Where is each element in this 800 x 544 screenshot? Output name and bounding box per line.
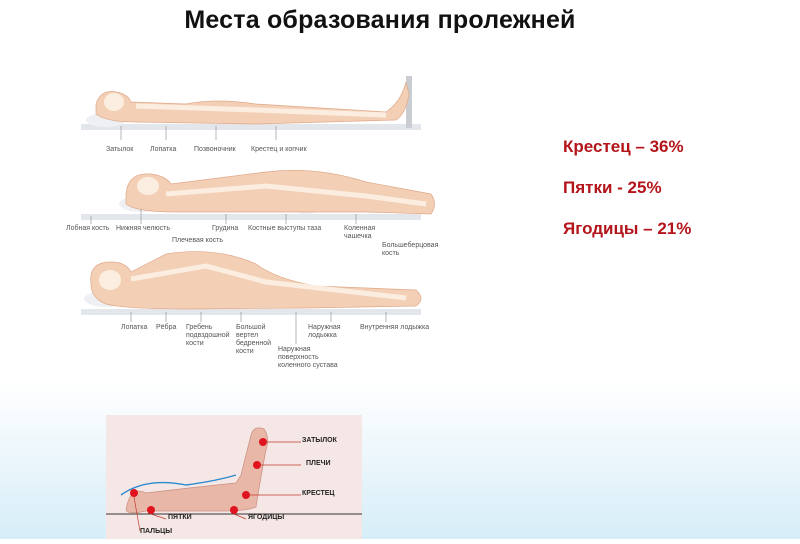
label-kneecap: Коленная чашечка: [344, 225, 376, 240]
lying-figures-drawing: [81, 76, 435, 344]
page-title: Места образования пролежней: [184, 6, 576, 34]
label-lower-jaw: Нижняя челюсть: [116, 225, 171, 232]
label-outer-ankle: Наружная лодыжка: [308, 324, 341, 339]
stats-list: Крестец – 36% Пятки - 25% Ягодицы – 21%: [563, 137, 783, 260]
label-scapula-lateral: Лопатка: [121, 324, 148, 331]
label-sit-occiput: ЗАТЫЛОК: [302, 437, 337, 444]
lying-positions-illustration: Затылок Лопатка Позвоночник Крестец и ко…: [66, 54, 446, 380]
label-scapula: Лопатка: [150, 146, 177, 153]
sitting-position-illustration: ЗАТЫЛОК ПЛЕЧИ КРЕСТЕЦ ПЯТКИ ЯГОДИЦЫ ПАЛЬ…: [106, 415, 362, 539]
label-pelvic-bones: Костные выступы таза: [248, 225, 322, 232]
label-inner-ankle: Внутренняя лодыжка: [360, 324, 430, 331]
stat-heels: Пятки - 25%: [563, 178, 662, 197]
stat-sacrum: Крестец – 36%: [563, 137, 684, 156]
label-ribs: Рёбра: [156, 324, 177, 331]
stat-buttocks: Ягодицы – 21%: [563, 219, 692, 238]
label-humerus: Плечевая кость: [172, 237, 223, 244]
label-sit-toes: ПАЛЬЦЫ: [140, 528, 173, 535]
label-frontal-bone: Лобная кость: [66, 225, 110, 232]
label-occiput: Затылок: [106, 146, 134, 153]
label-spine: Позвоночник: [194, 146, 236, 153]
label-tibia: Большеберцовая кость: [382, 242, 439, 257]
label-knee-outer-surface: Наружная поверхность коленного сустава: [278, 346, 338, 369]
label-iliac-crest: Гребень подвздошной кости: [186, 324, 230, 347]
label-sternum: Грудина: [212, 225, 239, 232]
label-sacrum-coccyx: Крестец и копчик: [251, 146, 307, 153]
sitting-figure-drawing: [106, 427, 362, 532]
label-greater-trochanter: Большой вертел бедренной кости: [236, 324, 272, 355]
label-sit-heels: ПЯТКИ: [168, 514, 192, 521]
label-sit-sacrum: КРЕСТЕЦ: [302, 490, 335, 497]
label-sit-shoulders: ПЛЕЧИ: [306, 460, 331, 467]
label-sit-buttocks: ЯГОДИЦЫ: [248, 514, 285, 521]
